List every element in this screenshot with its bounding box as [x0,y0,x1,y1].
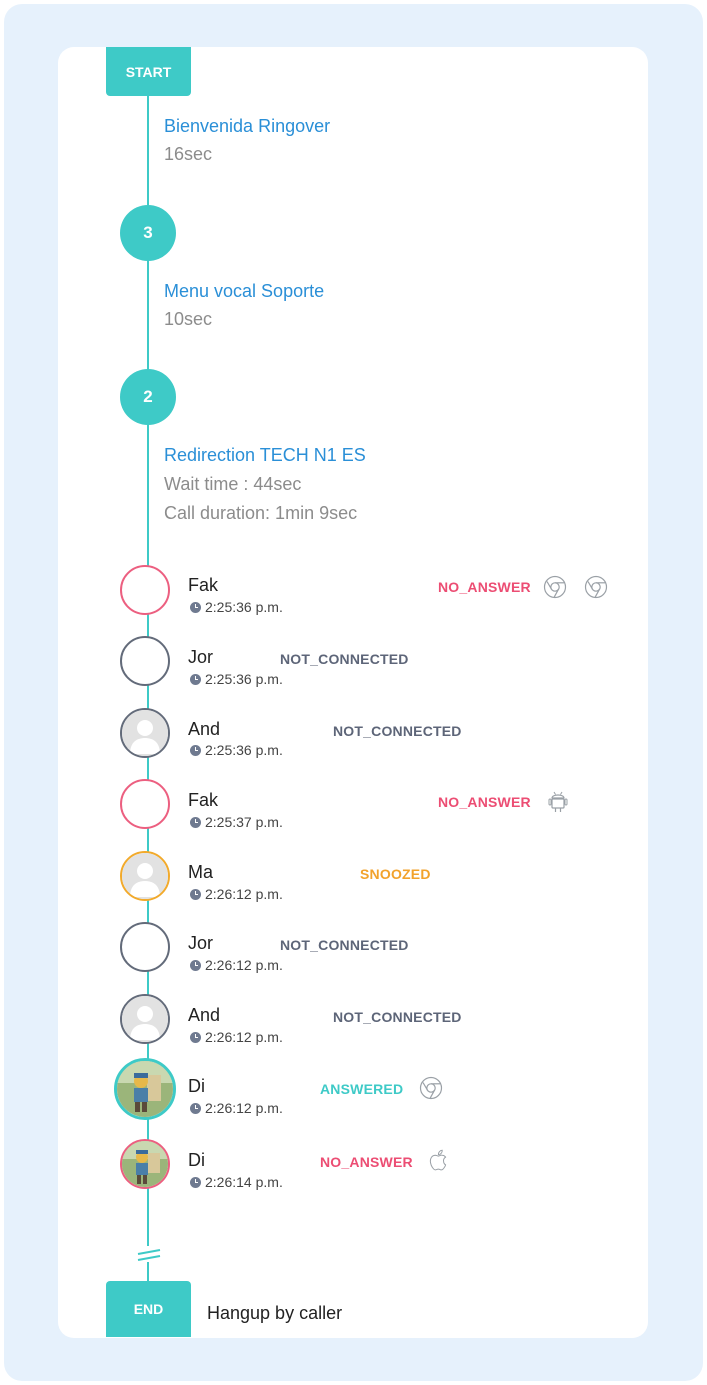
status-badge: NOT_CONNECTED [333,1009,462,1025]
agent-name: And [188,719,221,739]
avatar [114,1058,176,1120]
avatar [120,636,170,686]
status-badge: NOT_CONNECTED [333,723,462,739]
status-badge: NOT_CONNECTED [280,937,409,953]
agent-name: Fak [188,790,219,810]
call-time: 2:25:36 p.m. [190,599,283,615]
call-time: 2:25:36 p.m. [190,742,283,758]
step-duration: 10sec [164,309,213,329]
step-title[interactable]: Menu vocal Soporte [164,281,325,301]
agent-name: Di [188,1150,205,1170]
end-badge: END [106,1281,191,1337]
call-time: 2:26:12 p.m. [190,886,283,902]
agent-name: Fak [188,575,219,595]
user-placeholder-icon [122,996,168,1042]
avatar [120,779,170,829]
step-number-badge: 2 [120,369,176,425]
clock-icon [190,1176,201,1188]
chrome-icon [584,575,608,599]
clock-icon [190,1031,201,1043]
call-time: 2:25:37 p.m. [190,814,283,830]
clock-icon [190,673,201,685]
call-time: 2:26:12 p.m. [190,1100,283,1116]
clock-icon [190,1102,201,1114]
avatar [120,994,170,1044]
clock-icon [190,816,201,828]
timeline-line-end [147,1262,149,1282]
agent-name: Jor [188,647,214,667]
step-title[interactable]: Redirection TECH N1 ES [164,445,366,465]
start-badge: START [106,47,191,96]
agent-name: Di [188,1076,205,1096]
status-badge: NO_ANSWER [438,794,531,810]
status-badge: NOT_CONNECTED [280,651,409,667]
step-wait-time: Wait time : 44sec [164,474,302,494]
chrome-icon [543,575,567,599]
status-badge: NO_ANSWER [438,579,531,595]
step-number-badge: 3 [120,205,176,261]
step-title[interactable]: Bienvenida Ringover [164,116,331,136]
call-time: 2:26:12 p.m. [190,957,283,973]
android-icon [548,791,568,812]
avatar [120,851,170,901]
step-call-duration: Call duration: 1min 9sec [164,503,358,523]
agent-name: And [188,1005,221,1025]
user-photo [117,1061,173,1117]
avatar [120,922,170,972]
hangup-reason: Hangup by caller [207,1303,343,1323]
status-badge: ANSWERED [320,1081,404,1097]
user-photo [122,1141,168,1187]
chrome-icon [419,1076,443,1100]
clock-icon [190,601,201,613]
call-time: 2:26:14 p.m. [190,1174,283,1190]
step-duration: 16sec [164,144,213,164]
agent-name: Jor [188,933,214,953]
user-placeholder-icon [122,853,168,899]
avatar [120,708,170,758]
agent-name: Ma [188,862,214,882]
clock-icon [190,888,201,900]
user-placeholder-icon [122,710,168,756]
timeline-card [58,47,648,1338]
apple-icon [429,1149,447,1171]
avatar [120,565,170,615]
avatar [120,1139,170,1189]
clock-icon [190,744,201,756]
clock-icon [190,959,201,971]
timeline-break-icon [137,1249,161,1261]
status-badge: NO_ANSWER [320,1154,413,1170]
call-time: 2:25:36 p.m. [190,671,283,687]
status-badge: SNOOZED [360,866,431,882]
call-time: 2:26:12 p.m. [190,1029,283,1045]
